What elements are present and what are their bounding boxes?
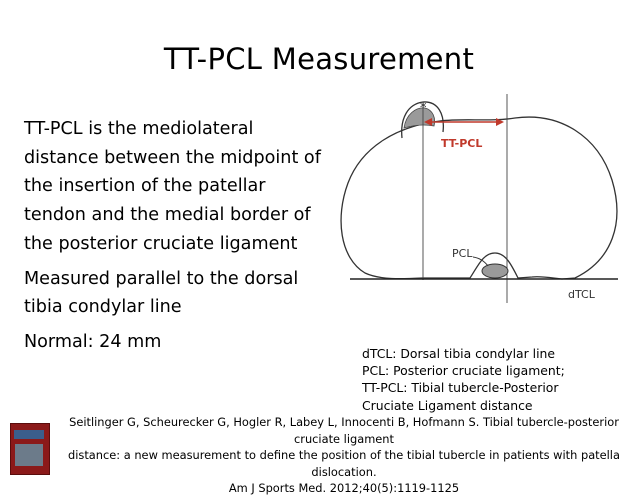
tt-pcl-arrowhead-left (424, 118, 432, 126)
tt-pcl-label: TT-PCL (441, 137, 482, 150)
citation-line-2: distance: a new measurement to define th… (68, 448, 620, 479)
bullet-definition: TT-PCL is the mediolateral distance betw… (24, 119, 321, 254)
journal-cover-image (10, 423, 50, 475)
slide-body: TT-PCL is the mediolateral distance betw… (24, 115, 324, 363)
legend-dtcl: dTCL: Dorsal tibia condylar line (362, 346, 556, 361)
bullet-measurement: Measured parallel to the dorsal tibia co… (24, 268, 299, 318)
bullet-normal: Normal: 24 mm (24, 331, 162, 352)
dtcl-label: dTCL (568, 288, 596, 301)
tibia-diagram: * TT-PCL PCL dTCL (340, 94, 618, 303)
legend-tt-pcl-cont: Cruciate Ligament distance (362, 397, 533, 413)
legend-pcl: PCL: Posterior cruciate ligament; (362, 363, 565, 379)
pcl-pointer (472, 256, 489, 267)
citation-line-1: Seitlinger G, Scheurecker G, Hogler R, L… (69, 415, 619, 446)
tubercle-marker: * (420, 101, 427, 116)
tt-pcl-arrowhead-right (496, 118, 504, 126)
pcl-ellipse (481, 263, 509, 279)
tibia-outline (340, 116, 618, 280)
citation: Seitlinger G, Scheurecker G, Hogler R, L… (54, 414, 634, 497)
diagram-legend: dTCL: Dorsal tibia condylar line PCL: Po… (362, 345, 632, 414)
legend-tt-pcl: TT-PCL: Tibial tubercle-Posterior (362, 380, 559, 396)
slide-title: TT-PCL Measurement (163, 42, 475, 76)
citation-line-3: Am J Sports Med. 2012;40(5):1119-1125 (228, 481, 460, 495)
pcl-label: PCL (452, 247, 473, 260)
